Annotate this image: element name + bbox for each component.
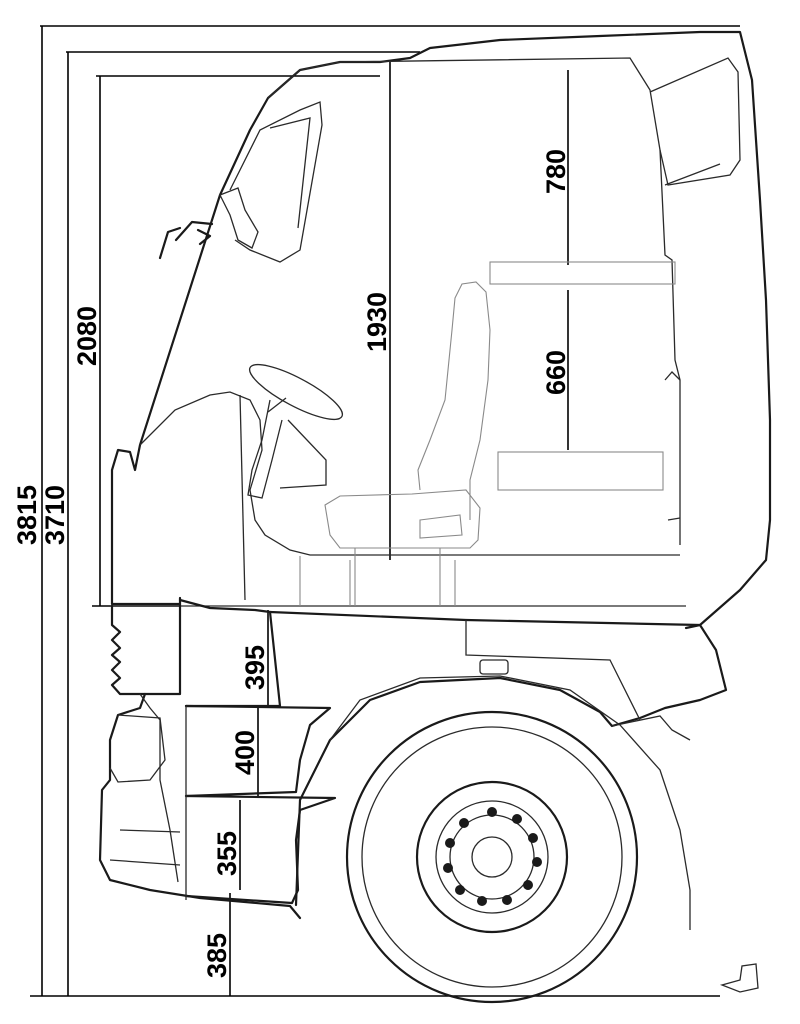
truck-cab-outline: [110, 30, 772, 630]
corner-mark: [719, 963, 759, 993]
dim-overall-height: 3815: [12, 485, 42, 545]
dimension-lines: [30, 25, 740, 997]
dim-cab-interior-height: 2080: [72, 306, 102, 366]
entry-steps: [178, 598, 337, 905]
driver-seat-icon: [324, 281, 491, 606]
sleeper-bunks: [489, 261, 676, 491]
wheel-arch: [268, 610, 728, 930]
dim-ground-to-first-step: 385: [202, 933, 232, 978]
dim-upper-step-height: 395: [240, 645, 270, 690]
dim-cab-height: 3710: [40, 485, 70, 545]
dim-interior-standing-height: 1930: [362, 292, 392, 352]
dim-upper-bunk-clearance: 780: [541, 149, 571, 194]
dim-lower-step-height: 355: [212, 831, 242, 876]
front-wheel-icon: [345, 710, 639, 1004]
steering-wheel-icon: [247, 363, 344, 499]
dimension-labels: 3815 3710 2080 1930 780 660 395 400 355 …: [12, 149, 571, 978]
dim-lower-bunk-clearance: 660: [541, 350, 571, 395]
dim-middle-step-height: 400: [230, 730, 260, 775]
front-grille: [98, 596, 302, 920]
